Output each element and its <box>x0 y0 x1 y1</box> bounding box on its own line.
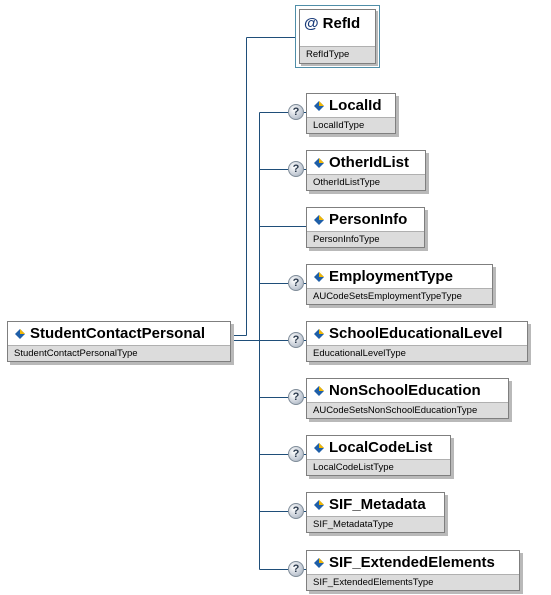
optional-icon: ? <box>288 446 304 462</box>
element-icon <box>314 499 324 510</box>
element-icon <box>314 271 324 282</box>
child-type: SIF_ExtendedElementsType <box>307 574 519 590</box>
child-node-employmenttype[interactable]: EmploymentType AUCodeSetsEmploymentTypeT… <box>306 264 493 305</box>
attribute-type: RefIdType <box>300 46 375 63</box>
child-node-localid[interactable]: LocalId LocalIdType <box>306 93 396 134</box>
child-node-localcodelist[interactable]: LocalCodeList LocalCodeListType <box>306 435 451 476</box>
child-type: AUCodeSetsNonSchoolEducationType <box>307 402 508 418</box>
child-name: NonSchoolEducation <box>329 382 481 399</box>
child-type: AUCodeSetsEmploymentTypeType <box>307 288 492 304</box>
root-element-node[interactable]: StudentContactPersonal StudentContactPer… <box>7 321 231 362</box>
child-type: EducationalLevelType <box>307 345 527 361</box>
element-icon <box>314 214 324 225</box>
child-type: PersonInfoType <box>307 231 424 247</box>
optional-icon: ? <box>288 104 304 120</box>
optional-icon: ? <box>288 161 304 177</box>
element-icon <box>314 328 324 339</box>
attribute-name: RefId <box>322 15 361 32</box>
child-name: SchoolEducationalLevel <box>329 325 503 342</box>
element-icon <box>314 557 324 568</box>
element-icon <box>314 157 324 168</box>
attribute-group[interactable]: @ RefId RefIdType <box>295 5 380 68</box>
child-name: SIF_Metadata <box>329 496 426 513</box>
root-element-name: StudentContactPersonal <box>30 325 206 342</box>
element-icon <box>314 100 324 111</box>
child-type: OtherIdListType <box>307 174 425 190</box>
element-icon <box>314 442 324 453</box>
optional-icon: ? <box>288 275 304 291</box>
element-icon <box>314 385 324 396</box>
child-name: EmploymentType <box>329 268 453 285</box>
optional-icon: ? <box>288 332 304 348</box>
child-type: LocalIdType <box>307 117 395 133</box>
child-name: PersonInfo <box>329 211 408 228</box>
child-node-sif-metadata[interactable]: SIF_Metadata SIF_MetadataType <box>306 492 445 533</box>
child-node-otheridlist[interactable]: OtherIdList OtherIdListType <box>306 150 426 191</box>
child-name: LocalId <box>329 97 382 114</box>
optional-icon: ? <box>288 389 304 405</box>
optional-icon: ? <box>288 503 304 519</box>
child-node-sif-extendedelements[interactable]: SIF_ExtendedElements SIF_ExtendedElement… <box>306 550 520 591</box>
child-node-schooleducationallevel[interactable]: SchoolEducationalLevel EducationalLevelT… <box>306 321 528 362</box>
attribute-node[interactable]: @ RefId RefIdType <box>299 9 376 64</box>
child-name: SIF_ExtendedElements <box>329 554 495 571</box>
child-type: LocalCodeListType <box>307 459 450 475</box>
child-node-personinfo[interactable]: PersonInfo PersonInfoType <box>306 207 425 248</box>
element-icon <box>15 328 25 339</box>
child-name: OtherIdList <box>329 154 410 171</box>
child-name: LocalCodeList <box>329 439 433 456</box>
child-type: SIF_MetadataType <box>307 516 444 532</box>
child-node-nonschooleducation[interactable]: NonSchoolEducation AUCodeSetsNonSchoolEd… <box>306 378 509 419</box>
root-element-type: StudentContactPersonalType <box>8 345 230 361</box>
optional-icon: ? <box>288 561 304 577</box>
attribute-icon: @ <box>304 15 319 32</box>
